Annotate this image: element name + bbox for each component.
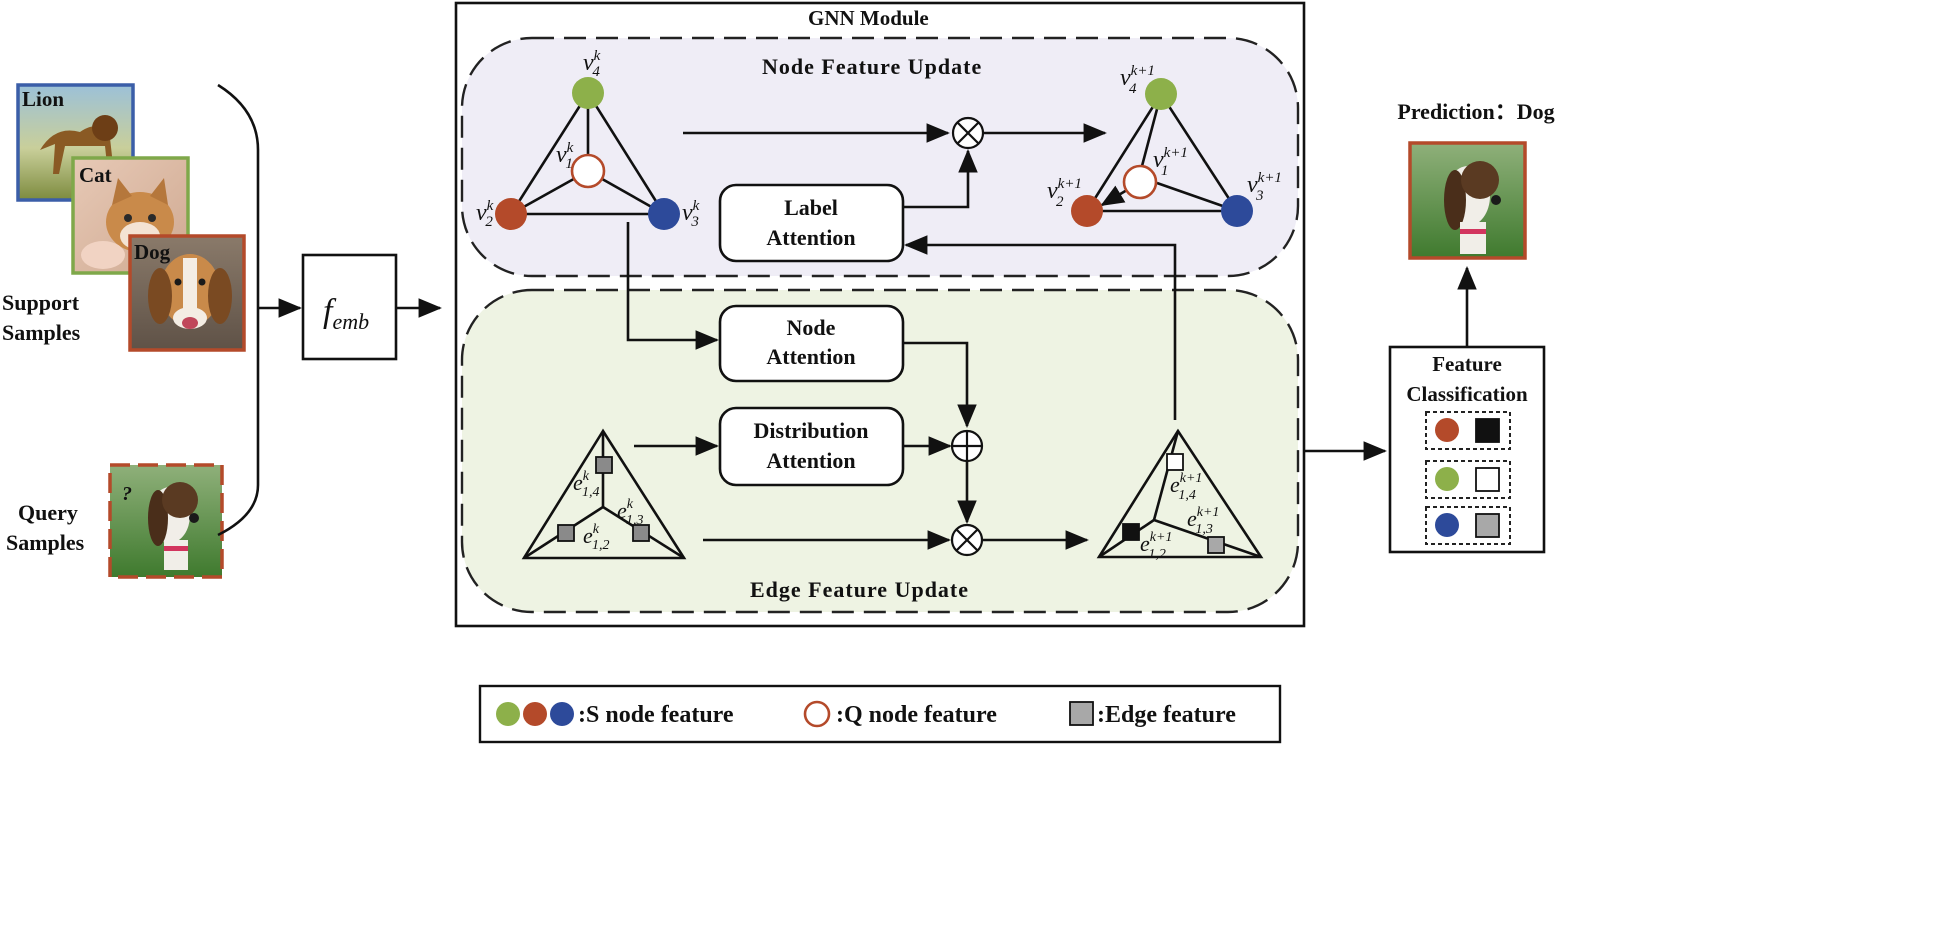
support-samples-label-1: Support bbox=[2, 290, 80, 315]
s-node-v3-updated bbox=[1221, 195, 1253, 227]
multiply-operator-top bbox=[951, 116, 985, 150]
classification-title-1: Feature bbox=[1432, 352, 1502, 376]
node-feature-update-title: Node Feature Update bbox=[762, 54, 982, 79]
distribution-attention-line1: Distribution bbox=[754, 418, 869, 443]
lion-label: Lion bbox=[22, 87, 64, 111]
legend-q-node-label: :Q node feature bbox=[836, 702, 997, 728]
classification-title-2: Classification bbox=[1406, 382, 1528, 406]
classification-row bbox=[1425, 411, 1511, 450]
query-samples-label-2: Samples bbox=[6, 530, 85, 555]
multiply-operator-bottom bbox=[950, 523, 984, 557]
edge-e14-k bbox=[595, 456, 613, 474]
label-attention-line1: Label bbox=[784, 195, 838, 220]
prediction-dog-image bbox=[1408, 141, 1527, 260]
legend-s-node-green bbox=[496, 702, 520, 726]
edge-e14-k1 bbox=[1166, 453, 1184, 471]
prediction-label: Prediction：Dog bbox=[1397, 99, 1554, 124]
add-operator bbox=[950, 429, 984, 463]
legend-s-node-blue bbox=[550, 702, 574, 726]
query-mark: ? bbox=[122, 483, 132, 505]
classification-row bbox=[1425, 460, 1511, 499]
edge-e13-k bbox=[632, 524, 650, 542]
edge-e12-k bbox=[557, 524, 575, 542]
node-attention-line2: Attention bbox=[766, 344, 855, 369]
query-dog-image: ? bbox=[108, 463, 224, 579]
sample-bracket bbox=[217, 83, 302, 537]
support-samples-label-2: Samples bbox=[2, 320, 81, 345]
legend-edge-square bbox=[1069, 701, 1094, 726]
node-attention-line1: Node bbox=[787, 315, 836, 340]
classification-row bbox=[1425, 506, 1511, 545]
legend-s-node-red bbox=[523, 702, 547, 726]
feature-classification-box: Feature Classification bbox=[1388, 345, 1546, 554]
q-node-v1-updated bbox=[1122, 164, 1158, 200]
gnn-module-title: GNN Module bbox=[808, 6, 929, 30]
edge-e13-k1 bbox=[1207, 536, 1225, 554]
label-attention-line2: Attention bbox=[766, 225, 855, 250]
dog-image: Dog bbox=[128, 234, 246, 352]
gnn-module: GNN Module Node Feature Update Edge Feat… bbox=[454, 1, 1306, 628]
cat-label: Cat bbox=[79, 163, 112, 187]
edge-feature-update-title: Edge Feature Update bbox=[750, 577, 969, 602]
s-node-v4 bbox=[572, 77, 604, 109]
s-node-v2 bbox=[495, 198, 527, 230]
s-node-v3 bbox=[648, 198, 680, 230]
edge-e12-k1 bbox=[1122, 523, 1140, 541]
query-samples: ? Query Samples bbox=[6, 463, 224, 579]
distribution-attention-box: Distribution Attention bbox=[718, 406, 905, 487]
dog-label: Dog bbox=[134, 240, 171, 264]
embedding-function-box: femb bbox=[301, 253, 398, 361]
legend: :S node feature :Q node feature :Edge fe… bbox=[478, 684, 1282, 744]
q-node-v1 bbox=[570, 153, 606, 189]
arrow-graph-to-node-attention bbox=[626, 222, 719, 350]
arrow-updated-edges-to-label-attention bbox=[904, 235, 1177, 420]
s-node-v2-updated bbox=[1071, 195, 1103, 227]
legend-edge-label: :Edge feature bbox=[1097, 702, 1236, 728]
legend-q-node bbox=[803, 700, 831, 728]
arrow-node-attention-to-add bbox=[903, 341, 977, 428]
legend-s-node-label: :S node feature bbox=[578, 702, 734, 728]
support-samples: Lion Cat Dog Support Sampl bbox=[2, 83, 246, 352]
distribution-attention-line2: Attention bbox=[766, 448, 855, 473]
s-node-v4-updated bbox=[1145, 78, 1177, 110]
node-attention-box: Node Attention bbox=[718, 304, 905, 383]
prediction-output: Prediction：Dog bbox=[1397, 99, 1555, 260]
query-samples-label-1: Query bbox=[18, 500, 78, 525]
label-attention-box: Label Attention bbox=[718, 183, 905, 263]
arrow-label-attention-to-multiply bbox=[903, 149, 978, 209]
